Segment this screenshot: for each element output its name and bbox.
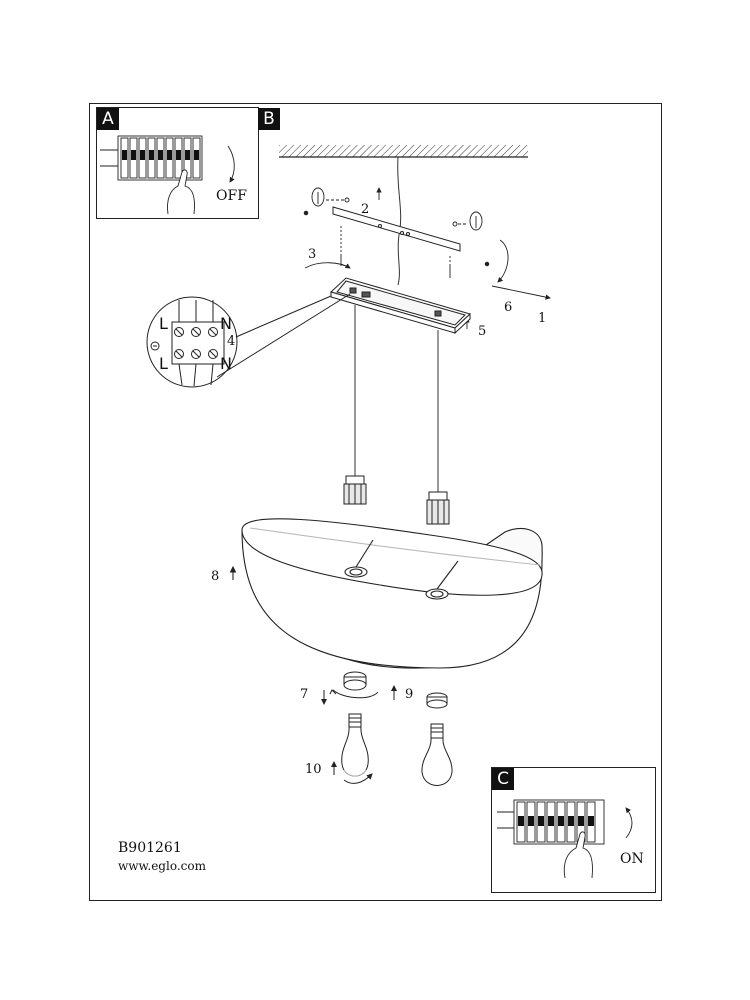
- product-code: B901261: [118, 840, 182, 856]
- wiring-detail-callout: [146, 293, 351, 388]
- wiring-label-n-top: N: [220, 314, 232, 333]
- oval-lamp-shade: [229, 518, 543, 669]
- step-4-label: 4: [227, 334, 236, 349]
- wiring-label-n-bottom: N: [220, 354, 232, 373]
- website-url: www.eglo.com: [118, 859, 206, 873]
- panel-c-caption: ON: [620, 851, 644, 867]
- panel-c-badge: C: [492, 768, 514, 790]
- panel-b-badge: B: [258, 108, 280, 130]
- step-6-label: 6: [504, 300, 513, 315]
- lamp-holder-left: [343, 475, 367, 505]
- screws-and-dowels: [303, 187, 490, 278]
- rotation-arrows: [304, 187, 551, 329]
- step-3-label: 3: [308, 247, 317, 262]
- breaker-on-illustration: [497, 799, 633, 879]
- step-8-label: 8: [211, 569, 220, 584]
- mounting-bracket: [332, 206, 461, 252]
- ceiling: [279, 145, 528, 158]
- instruction-sheet-frame: [89, 103, 662, 901]
- lamp-holder-right: [426, 491, 450, 525]
- step-5-label: 5: [478, 324, 487, 339]
- step-7-label: 7: [300, 687, 309, 702]
- wiring-label-l-top: L: [159, 314, 168, 333]
- step-10-label: 10: [305, 762, 322, 777]
- step-1-label: 1: [538, 311, 547, 326]
- ceiling-canopy: [330, 277, 471, 335]
- step-2-label: 2: [361, 202, 370, 217]
- supply-cable: [397, 156, 402, 286]
- bulb-left: [331, 713, 373, 784]
- panel-a-caption: OFF: [216, 188, 247, 204]
- step-9-label: 9: [405, 687, 414, 702]
- shade-rings: [321, 671, 448, 709]
- wiring-label-l-bottom: L: [159, 354, 168, 373]
- breaker-off-illustration: [100, 135, 235, 215]
- bulb-right: [421, 723, 453, 786]
- panel-a-badge: A: [97, 108, 119, 130]
